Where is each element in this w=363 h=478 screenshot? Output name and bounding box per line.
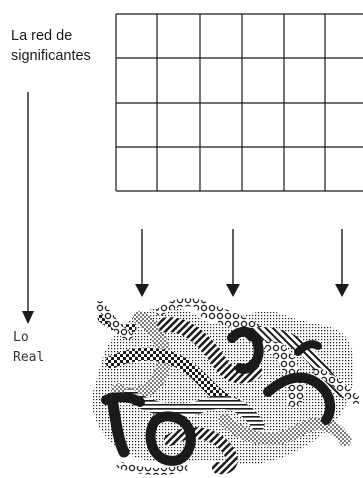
- down-arrow-icon: [226, 229, 240, 297]
- down-arrow-icon: [22, 92, 34, 324]
- real-label: Lo Real: [13, 328, 73, 368]
- signifier-net-label-line1: La red de: [11, 28, 73, 44]
- real-label-line2: Real: [13, 350, 45, 365]
- real-tangle-illustration: [91, 298, 361, 476]
- signifier-net-label-line2: significantes: [11, 48, 91, 64]
- real-label-line1: Lo: [13, 330, 29, 345]
- down-arrow-icon: [135, 229, 149, 297]
- signifier-net-label: La red de significantes: [11, 26, 121, 66]
- signifier-net-grid: [115, 13, 363, 192]
- down-arrow-icon: [335, 229, 349, 297]
